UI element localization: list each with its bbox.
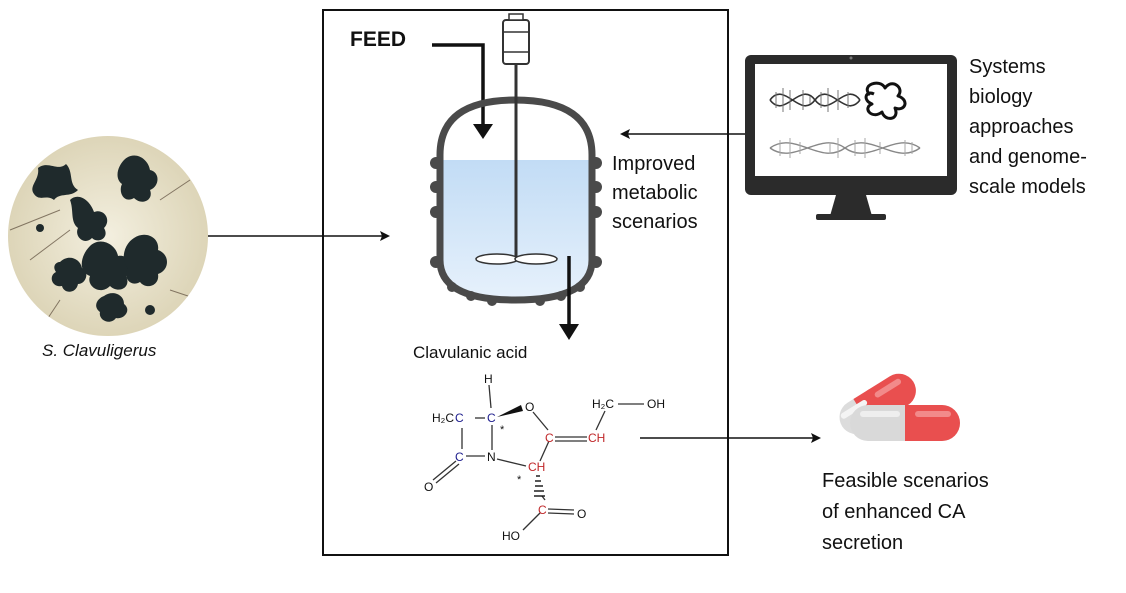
stereo-mark-bottom: *: [517, 474, 522, 486]
atom-ch-ring: CH: [528, 460, 545, 474]
atom-ho: HO: [502, 529, 520, 543]
organism-label: S. Clavuligerus: [42, 341, 157, 360]
monitor-icon: [745, 55, 957, 220]
improved-line-3: scenarios: [612, 211, 698, 233]
feed-label: FEED: [350, 28, 407, 51]
atom-h2c-ring: H₂C: [432, 411, 454, 425]
systems-line-4: and genome-: [969, 146, 1087, 168]
atom-o-carboxyl: O: [577, 507, 586, 521]
feasible-line-3: secretion: [822, 532, 904, 554]
atom-o-carbonyl-ring: O: [424, 480, 433, 494]
atom-h2c-side: H₂C: [592, 397, 614, 411]
atom-c-carbonyl-ring: C: [455, 450, 464, 464]
systems-line-1: Systems: [969, 56, 1046, 78]
atom-h-top: H: [484, 372, 493, 386]
systems-line-3: approaches: [969, 116, 1074, 138]
atom-o-ring: O: [525, 400, 534, 414]
atom-c-carboxyl: C: [538, 503, 547, 517]
feasible-line-2: of enhanced CA: [822, 501, 966, 523]
atom-ch-alkene: CH: [588, 431, 605, 445]
improved-line-2: metabolic: [612, 182, 698, 204]
systems-line-5: scale models: [969, 176, 1086, 198]
micrograph-icon: [8, 136, 208, 336]
improved-scenarios-label: Improved metabolic scenarios: [612, 150, 742, 237]
process-frame: [322, 9, 729, 556]
atom-c-bridge: C: [487, 411, 496, 425]
feasible-line-1: Feasible scenarios: [822, 470, 989, 492]
product-label: Clavulanic acid: [413, 343, 528, 362]
outlet-arrow: [559, 256, 579, 340]
atom-c-alkene: C: [545, 431, 554, 445]
atom-c-ring-blue: C: [455, 411, 464, 425]
bioreactor-icon: [430, 13, 602, 306]
stereo-mark-top: *: [500, 424, 505, 436]
systems-biology-label: Systems biology approaches and genome- s…: [969, 52, 1119, 202]
atom-oh: OH: [647, 397, 665, 411]
clavulanic-acid-structure: H H₂C C C * O C CH H₂C OH O C N CH * C O…: [424, 372, 665, 543]
capsule-icon: [839, 373, 960, 441]
systems-line-2: biology: [969, 86, 1033, 108]
feed-arrow: [432, 43, 493, 139]
feasible-scenarios-label: Feasible scenarios of enhanced CA secret…: [822, 466, 1062, 559]
atom-n: N: [487, 450, 496, 464]
improved-line-1: Improved: [612, 153, 696, 175]
